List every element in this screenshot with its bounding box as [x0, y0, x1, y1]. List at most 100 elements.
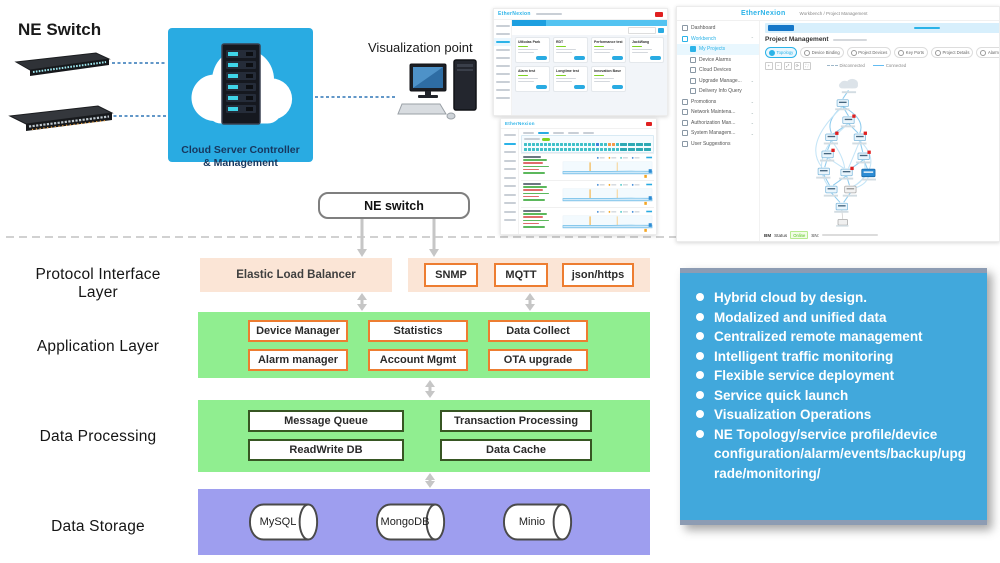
fullscreen-button[interactable]: ⛶	[803, 62, 811, 70]
sidebar-item-upgrade-manage[interactable]: Upgrade Manage...⌄	[677, 76, 759, 87]
ap-node[interactable]	[836, 219, 849, 227]
zoom-out-button[interactable]: −	[774, 62, 782, 70]
port-cell[interactable]	[592, 142, 595, 146]
sidebar-item[interactable]	[501, 199, 518, 208]
sidebar-item[interactable]	[494, 70, 511, 78]
port-cell[interactable]	[556, 147, 559, 151]
port-cell[interactable]	[584, 142, 587, 146]
sidebar-item-workbench[interactable]: Workbench⌃	[677, 34, 759, 45]
tab-bar[interactable]	[523, 131, 534, 134]
port-cell[interactable]	[608, 147, 611, 151]
tab-device-binding[interactable]: Device Binding	[800, 47, 844, 58]
tab-alarm-info[interactable]: Alarm Info	[976, 47, 999, 58]
enter-button[interactable]	[574, 85, 585, 89]
project-card[interactable]: Alarm test	[515, 66, 550, 92]
port-cell[interactable]	[616, 147, 619, 151]
project-card[interactable]: JackWang	[629, 37, 664, 63]
zoom-in-button[interactable]: +	[765, 62, 773, 70]
port-cell[interactable]	[592, 147, 595, 151]
port-cell[interactable]	[548, 147, 551, 151]
enter-button[interactable]	[536, 56, 547, 60]
port-cell[interactable]	[584, 147, 587, 151]
port-cell[interactable]	[620, 147, 627, 151]
sidebar-item-my-projects[interactable]: My Projects	[677, 44, 759, 55]
tab-key-ports[interactable]: Key Ports	[894, 47, 928, 58]
sidebar-nav[interactable]	[501, 129, 519, 234]
alarm-bell-icon[interactable]	[646, 121, 652, 126]
port-cell[interactable]	[600, 147, 603, 151]
enter-button[interactable]	[612, 85, 623, 89]
port-cell[interactable]	[580, 147, 583, 151]
topology-graph[interactable]	[760, 77, 992, 227]
enter-button[interactable]	[574, 56, 585, 60]
port-cell[interactable]	[540, 147, 543, 151]
cloud-root-node[interactable]	[838, 78, 858, 94]
port-cell[interactable]	[556, 142, 559, 146]
tab-project-devices[interactable]: Project Devices	[846, 47, 892, 58]
sidebar-item[interactable]	[494, 30, 511, 38]
sidebar-item[interactable]	[501, 165, 518, 174]
sidebar-item[interactable]	[494, 62, 511, 70]
switch-node[interactable]	[835, 99, 850, 111]
sidebar-item[interactable]	[494, 86, 511, 94]
port-cell[interactable]	[636, 142, 643, 146]
tab-project-details[interactable]: Project Details	[930, 47, 974, 58]
port-cell[interactable]	[628, 142, 635, 146]
port-cell[interactable]	[604, 142, 607, 146]
sidebar-item[interactable]	[494, 46, 511, 54]
sidebar-item-dashboard[interactable]: Dashboard	[677, 23, 759, 34]
sidebar-item[interactable]	[501, 216, 518, 225]
sidebar-item[interactable]	[501, 208, 518, 217]
switch-node[interactable]	[834, 202, 849, 213]
port-cell[interactable]	[600, 142, 603, 146]
switch-node[interactable]	[823, 185, 839, 197]
port-cell[interactable]	[608, 142, 611, 146]
sidebar-item[interactable]	[501, 191, 518, 200]
sidebar-item[interactable]	[494, 94, 511, 102]
project-card[interactable]: Performance test	[591, 37, 626, 63]
port-cell[interactable]	[596, 142, 599, 146]
switch-node[interactable]	[816, 167, 831, 179]
project-card[interactable]: RDT	[553, 37, 588, 63]
tab-bar-active[interactable]	[538, 131, 549, 134]
project-card[interactable]: UModas Park	[515, 37, 550, 63]
port-cell[interactable]	[552, 147, 555, 151]
port-cell[interactable]	[628, 147, 635, 151]
port-cell[interactable]	[524, 147, 527, 151]
sidebar-item[interactable]	[494, 38, 511, 46]
switch-node[interactable]	[823, 131, 839, 145]
port-cell[interactable]	[564, 147, 567, 151]
port-cell[interactable]	[616, 142, 619, 146]
switch-node[interactable]	[819, 148, 835, 162]
tab-bar[interactable]	[568, 131, 579, 134]
sidebar-item[interactable]	[501, 131, 518, 140]
sidebar-item-cloud-devices[interactable]: Cloud Devices	[677, 65, 759, 76]
refresh-button[interactable]: ⟳	[793, 62, 801, 70]
port-cell[interactable]	[568, 147, 571, 151]
port-cell[interactable]	[544, 142, 547, 146]
port-cell[interactable]	[576, 142, 579, 146]
hub-node[interactable]	[842, 185, 858, 197]
port-cell[interactable]	[620, 142, 627, 146]
port-cell[interactable]	[536, 147, 539, 151]
port-cell[interactable]	[536, 142, 539, 146]
project-card[interactable]: Innovation Base	[591, 66, 626, 92]
sidebar-item[interactable]	[501, 140, 518, 149]
monitor-tabs[interactable]	[521, 130, 654, 135]
port-cell[interactable]	[572, 147, 575, 151]
port-cell[interactable]	[528, 142, 531, 146]
port-cell[interactable]	[588, 142, 591, 146]
port-cell[interactable]	[612, 142, 615, 146]
search-button[interactable]	[658, 28, 664, 33]
enter-button[interactable]	[612, 56, 623, 60]
sidebar-item-promotions[interactable]: Promotions⌄	[677, 97, 759, 108]
port-cell[interactable]	[528, 147, 531, 151]
sidebar-item-delivery-info[interactable]: Delivery Info Query	[677, 86, 759, 97]
enter-button[interactable]	[650, 56, 661, 60]
port-cell[interactable]	[532, 147, 535, 151]
port-cell[interactable]	[560, 142, 563, 146]
port-cell[interactable]	[540, 142, 543, 146]
alarm-bell-icon[interactable]	[655, 11, 663, 17]
sidebar-item[interactable]	[501, 182, 518, 191]
sidebar-item[interactable]	[494, 54, 511, 62]
